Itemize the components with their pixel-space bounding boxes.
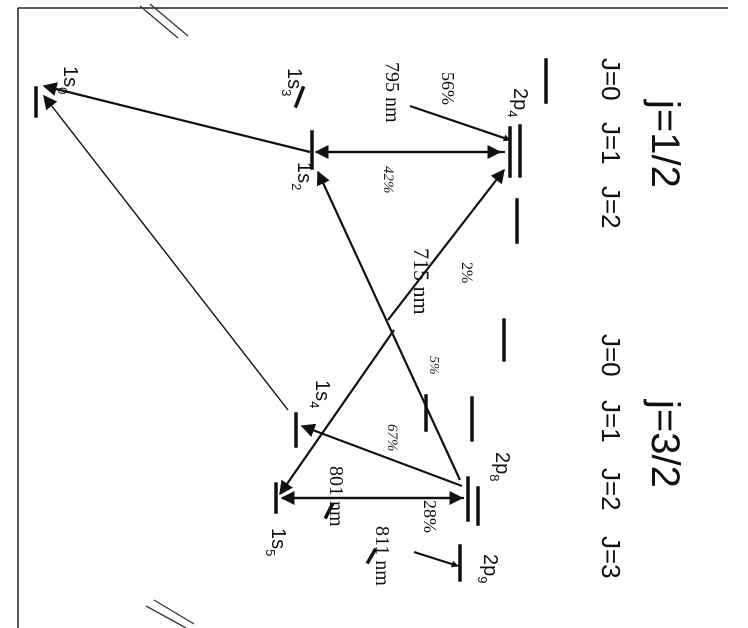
wavelength-795: 795 nm — [381, 62, 403, 123]
j-three-half-J3-label: J=3 — [596, 536, 626, 579]
label-2p4: 2p4 — [505, 88, 531, 117]
level-1s3 — [293, 85, 306, 109]
wavelength-715: 715 nm — [409, 248, 434, 315]
heading-j-half: j=1/2 — [643, 99, 687, 188]
arrow-to-2p9 — [413, 550, 459, 568]
arrow-2p8-to-1s2 — [316, 170, 461, 481]
j-three-half-J1-label: J=1 — [596, 400, 626, 443]
label-1s5: 1s5 — [263, 528, 289, 556]
heading-j-three-half: j=3/2 — [643, 399, 687, 488]
label-1s4: 1s4 — [307, 380, 333, 408]
j-half-J0-label: J=0 — [596, 58, 626, 101]
scan-mark — [145, 605, 187, 628]
j-half-J1-label: J=1 — [596, 122, 626, 165]
scan-mark — [153, 599, 195, 625]
arrow-1s2-to-1s0 — [42, 82, 311, 154]
tick-801 — [323, 502, 335, 520]
label-1s3: 1s3 — [279, 68, 305, 96]
arrow-1s4-to-1s0 — [43, 94, 289, 411]
label-2p8: 2p8 — [487, 452, 513, 481]
wavelength-801: 801 nm — [325, 466, 347, 527]
branch-42: 42% — [380, 166, 396, 194]
arrow-2p8-to-1s4 — [300, 423, 463, 488]
branch-2: 2% — [458, 262, 475, 283]
scan-mark — [149, 3, 189, 37]
branch-67: 67% — [384, 424, 400, 452]
arrow-to-2p4 — [409, 104, 511, 142]
arrow-to-2p4-2pct — [387, 168, 505, 321]
branch-5: 5% — [426, 356, 441, 375]
j-half-J2-label: J=2 — [596, 186, 626, 229]
j-three-half-J2-label: J=2 — [596, 468, 626, 511]
arrow-715-to-1s5 — [279, 329, 395, 496]
label-1s2: 1s2 — [289, 162, 315, 190]
tick-811 — [365, 547, 378, 565]
branch-56: 56% — [438, 72, 458, 105]
wavelength-811: 811 nm — [371, 526, 393, 586]
j-three-half-J0-label: J=0 — [596, 334, 626, 377]
branch-28: 28% — [420, 500, 440, 533]
label-2p9: 2p9 — [475, 554, 501, 583]
scan-mark — [139, 5, 179, 39]
label-1s0: 1s0 — [55, 66, 81, 94]
